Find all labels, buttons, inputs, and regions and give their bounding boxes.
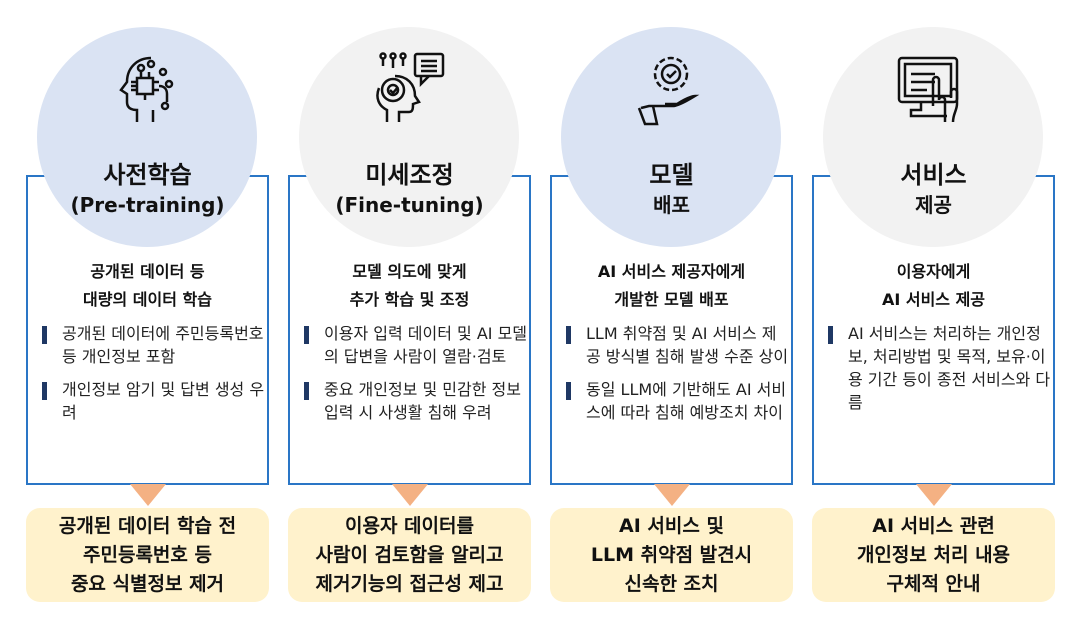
bullet-text: 개인정보 암기 및 답변 생성 우려: [62, 380, 265, 422]
safeguard-line: 개인정보 처리 내용: [856, 543, 1011, 566]
bullet-marker-icon: [304, 326, 309, 344]
bullet-text: 중요 개인정보 및 민감한 정보 입력 시 사생활 침해 우려: [324, 380, 521, 422]
bullet-marker-icon: [828, 326, 833, 344]
heading-line: AI 서비스 제공: [881, 290, 986, 309]
safeguard-line: 주민등록번호 등: [83, 543, 212, 566]
safeguard-line: 공개된 데이터 학습 전: [58, 514, 237, 537]
list-item: AI 서비스는 처리하는 개인정보, 처리방법 및 목적, 보유·이용 기간 등…: [826, 322, 1051, 414]
safeguard-line: 사람이 검토함을 알리고: [315, 543, 504, 566]
heading-line: 개발한 모델 배포: [614, 290, 729, 309]
list-item: 공개된 데이터에 주민등록번호 등 개인정보 포함: [40, 322, 265, 368]
safeguard-line: AI 서비스 및: [619, 514, 724, 537]
stage-title-main: 사전학습: [103, 161, 192, 189]
stage-title-main: 모델: [649, 161, 694, 189]
list-item: 동일 LLM에 기반해도 AI 서비스에 따라 침해 예방조치 차이: [564, 378, 789, 424]
arrow-down-icon: [392, 484, 428, 506]
stage-subtitle: (Fine-tuning): [335, 193, 484, 217]
safeguard-line: 신속한 조치: [624, 572, 719, 595]
stage-circle: [299, 27, 519, 247]
list-item: 이용자 입력 데이터 및 AI 모델의 답변을 사람이 열람·검토: [302, 322, 527, 368]
bullet-marker-icon: [566, 326, 571, 344]
bullet-text: 동일 LLM에 기반해도 AI 서비스에 따라 침해 예방조치 차이: [586, 380, 787, 422]
heading-line: AI 서비스 제공자에게: [597, 262, 746, 281]
safeguard-line: 구체적 안내: [886, 572, 981, 595]
stage-circle: [561, 27, 781, 247]
bullet-text: AI 서비스는 처리하는 개인정보, 처리방법 및 목적, 보유·이용 기간 등…: [848, 324, 1051, 412]
safeguard-line: 중요 식별정보 제거: [70, 572, 225, 595]
bullet-marker-icon: [42, 326, 47, 344]
safeguard-line: 이용자 데이터를: [345, 514, 474, 537]
arrow-down-icon: [654, 484, 690, 506]
safeguard-line: AI 서비스 관련: [872, 514, 995, 537]
stage-subtitle: (Pre-training): [70, 193, 225, 217]
bullet-text: 이용자 입력 데이터 및 AI 모델의 답변을 사람이 열람·검토: [324, 324, 528, 366]
stage-heading: 이용자에게 AI 서비스 제공: [812, 258, 1055, 314]
stage-title: 사전학습 (Pre-training): [26, 160, 269, 220]
stage-title: 미세조정 (Fine-tuning): [288, 160, 531, 220]
heading-line: 공개된 데이터 등: [90, 262, 205, 281]
stage-title-main: 서비스: [900, 161, 967, 189]
ai-head-chip-icon: [107, 50, 187, 130]
list-item: LLM 취약점 및 AI 서비스 제공 방식별 침해 발생 수준 상이: [564, 322, 789, 368]
stage-title-main: 미세조정: [365, 161, 454, 189]
list-item: 개인정보 암기 및 답변 생성 우려: [40, 378, 265, 424]
heading-line: 이용자에게: [896, 262, 971, 281]
heading-line: 추가 학습 및 조정: [349, 290, 470, 309]
safeguard-line: LLM 취약점 발견시: [590, 543, 753, 566]
bullet-marker-icon: [566, 382, 571, 400]
list-item: 중요 개인정보 및 민감한 정보 입력 시 사생활 침해 우려: [302, 378, 527, 424]
risk-list: AI 서비스는 처리하는 개인정보, 처리방법 및 목적, 보유·이용 기간 등…: [826, 322, 1051, 424]
bullet-text: LLM 취약점 및 AI 서비스 제공 방식별 침해 발생 수준 상이: [586, 324, 789, 366]
hand-gear-icon: [631, 50, 711, 130]
arrow-down-icon: [916, 484, 952, 506]
arrow-down-icon: [130, 484, 166, 506]
bullet-marker-icon: [42, 382, 47, 400]
monitor-touch-icon: [893, 50, 973, 130]
heading-line: 모델 의도에 맞게: [352, 262, 467, 281]
stage-subtitle: 제공: [915, 193, 952, 217]
head-gear-chat-icon: [369, 50, 449, 130]
bullet-text: 공개된 데이터에 주민등록번호 등 개인정보 포함: [62, 324, 264, 366]
bullet-marker-icon: [304, 382, 309, 400]
heading-line: 대량의 데이터 학습: [83, 290, 212, 309]
safeguard-line: 제거기능의 접근성 제고: [315, 572, 504, 595]
stage-subtitle: 배포: [653, 193, 690, 217]
